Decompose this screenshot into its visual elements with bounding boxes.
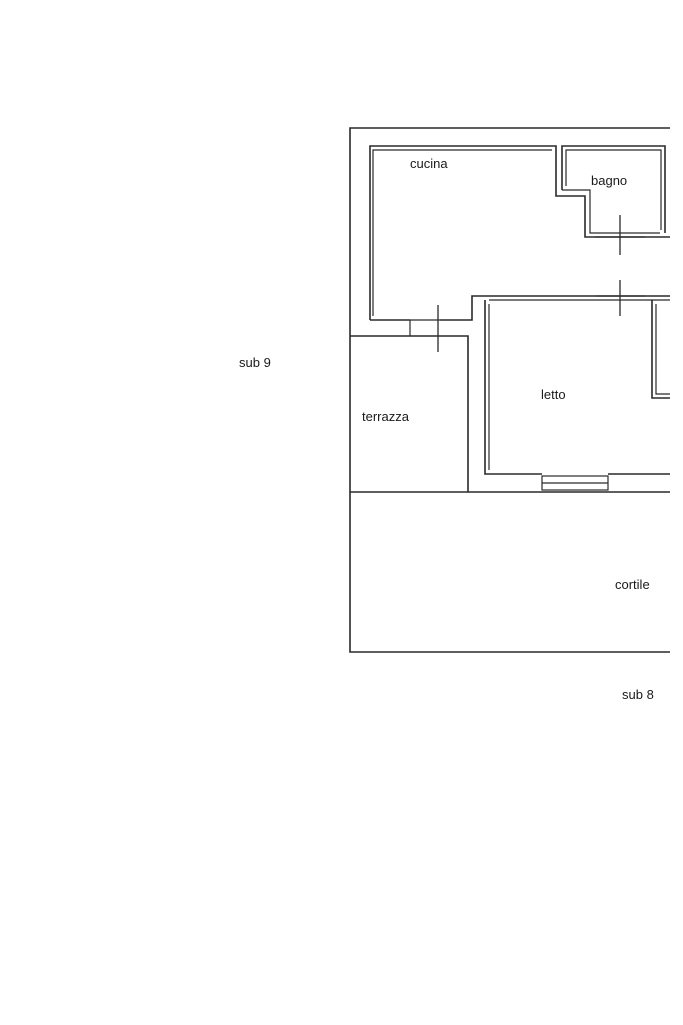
- room-label-bagno: bagno: [591, 173, 627, 188]
- kitchen-walls: [369, 145, 670, 321]
- room-label-cortile: cortile: [615, 577, 650, 592]
- terrace-walls: [350, 320, 469, 492]
- door-bathroom: [595, 215, 645, 255]
- bedroom-walls: [484, 299, 670, 475]
- door-bedroom: [596, 280, 645, 316]
- room-label-letto: letto: [541, 387, 566, 402]
- outer-boundary: [349, 127, 670, 653]
- room-label-terrazza: terrazza: [362, 409, 410, 424]
- bathroom-walls: [561, 145, 666, 234]
- bedroom-window: [541, 475, 609, 491]
- room-label-cucina: cucina: [410, 156, 448, 171]
- door-kitchen-terrace: [410, 305, 440, 352]
- neighbor-label-sub9: sub 9: [239, 355, 271, 370]
- neighbor-label-sub8: sub 8: [622, 687, 654, 702]
